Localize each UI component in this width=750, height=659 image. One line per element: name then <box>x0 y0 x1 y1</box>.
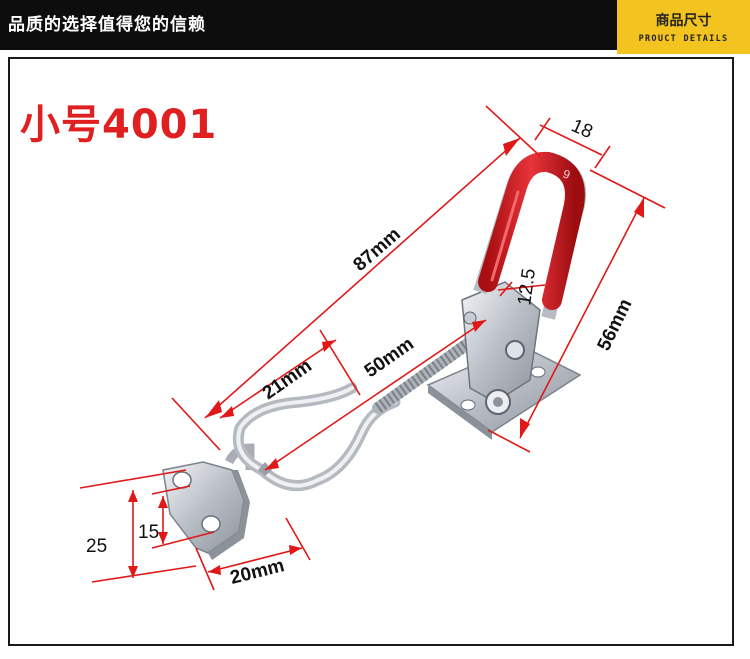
dimension-lines <box>79 105 666 591</box>
red-handle: 9 <box>473 151 587 320</box>
model-label: 小号4001 <box>20 102 218 148</box>
dim-hook-gap: 12.5 <box>514 267 540 307</box>
header-tagline: 品质的选择值得您的信赖 <box>8 15 206 35</box>
dimension-arrows <box>128 138 644 578</box>
catch-hole-bottom <box>201 515 221 533</box>
product-details-tab[interactable]: 商品尺寸 PROUCT DETAILS <box>617 0 750 54</box>
dim-handle-width: 18 <box>568 115 596 143</box>
tab-title: 商品尺寸 <box>655 13 712 29</box>
wire-loop <box>232 382 401 492</box>
dim-hole-spacing: 15 <box>138 522 159 543</box>
dim-plate-width: 20mm <box>228 555 286 589</box>
dim-overall-length: 87mm <box>350 224 405 276</box>
dim-plate-height: 25 <box>86 536 107 557</box>
dim-bolt-length: 50mm <box>361 333 418 382</box>
catch-plate <box>162 443 255 560</box>
dim-height: 56mm <box>594 296 637 355</box>
tab-subtitle: PROUCT DETAILS <box>638 34 729 44</box>
handle-mark: 9 <box>561 167 572 183</box>
toggle-body <box>461 281 541 415</box>
product-frame <box>8 57 734 646</box>
